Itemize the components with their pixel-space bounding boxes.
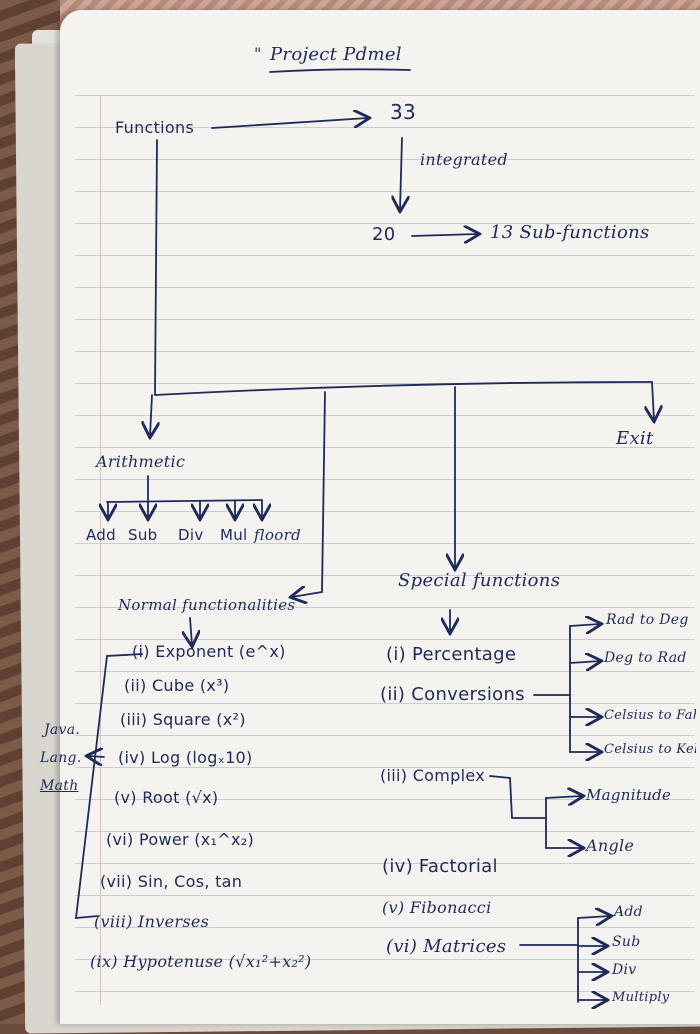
integrated-count: 20 bbox=[372, 224, 396, 245]
matrix-sub: Sub bbox=[612, 934, 641, 950]
normal-item-8: (viii) Inverses bbox=[94, 912, 210, 931]
ruled-line bbox=[75, 159, 695, 160]
normal-bracket bbox=[74, 653, 143, 919]
ruled-line bbox=[75, 511, 695, 512]
conversion-celsius-kelvin: Celsius to Kelvin bbox=[604, 742, 696, 757]
ruled-line bbox=[75, 959, 695, 960]
conversion-rad-to-deg: Rad to Deg bbox=[606, 612, 689, 628]
arrow-33-to-20 bbox=[400, 137, 402, 210]
ruled-line bbox=[75, 703, 695, 704]
normal-item-6: (vi) Power (x₁^x₂) bbox=[106, 830, 255, 849]
op-floord: floord bbox=[254, 526, 301, 544]
special-item-1: (i) Percentage bbox=[386, 644, 517, 665]
arrow-20-to-sub bbox=[411, 234, 478, 236]
ruled-line bbox=[75, 639, 695, 640]
op-mul: Mul bbox=[220, 526, 248, 544]
java-note-1: Java. bbox=[44, 722, 81, 738]
arrow-functions-to-33 bbox=[211, 118, 368, 129]
ruled-line bbox=[75, 191, 695, 192]
special-item-3: (iii) Complex bbox=[380, 766, 485, 785]
ruled-line bbox=[75, 991, 695, 992]
ruled-line bbox=[75, 735, 695, 736]
title-underline bbox=[269, 68, 411, 73]
normal-item-3: (iii) Square (x²) bbox=[120, 710, 246, 729]
matrix-add: Add bbox=[614, 904, 643, 920]
ruled-line bbox=[75, 575, 695, 576]
ruled-line bbox=[75, 895, 695, 896]
ruled-line bbox=[75, 319, 695, 320]
integrated-label: integrated bbox=[420, 150, 508, 169]
title-mark: " bbox=[254, 44, 262, 63]
exit-label: Exit bbox=[616, 428, 654, 449]
conversion-celsius-fahrenheit: Celsius to Fahrenheit bbox=[604, 708, 696, 723]
arrow-to-normal bbox=[292, 391, 326, 597]
ruled-line bbox=[75, 415, 695, 416]
ruled-line bbox=[75, 479, 695, 480]
ruled-line bbox=[75, 543, 695, 544]
special-item-2: (ii) Conversions bbox=[380, 684, 525, 705]
ruled-line bbox=[75, 927, 695, 928]
ruled-line bbox=[75, 223, 695, 224]
ruled-line bbox=[75, 447, 695, 448]
special-item-4: (iv) Factorial bbox=[382, 856, 498, 877]
sub-functions-label: 13 Sub-functions bbox=[490, 222, 650, 243]
op-add: Add bbox=[86, 526, 116, 544]
special-label: Special functions bbox=[398, 570, 561, 591]
ruled-line bbox=[75, 255, 695, 256]
margin-line bbox=[100, 95, 101, 1005]
ruled-line bbox=[75, 671, 695, 672]
op-div: Div bbox=[178, 526, 204, 544]
normal-label: Normal functionalities bbox=[118, 596, 296, 614]
ruled-line bbox=[75, 799, 695, 800]
normal-item-5: (v) Root (√x) bbox=[114, 788, 219, 807]
matrix-div: Div bbox=[612, 962, 637, 978]
normal-item-9: (ix) Hypotenuse (√x₁²+x₂²) bbox=[90, 952, 312, 971]
ruled-line bbox=[75, 767, 695, 768]
ruled-line bbox=[75, 383, 695, 384]
ruled-line bbox=[75, 863, 695, 864]
java-note-2: Lang. bbox=[40, 750, 82, 766]
ruled-line bbox=[75, 831, 695, 832]
normal-item-1: (i) Exponent (e^x) bbox=[132, 642, 286, 661]
arith-bar bbox=[106, 499, 263, 503]
normal-item-2: (ii) Cube (x³) bbox=[124, 676, 230, 695]
functions-label: Functions bbox=[115, 118, 195, 137]
special-item-6: (vi) Matrices bbox=[386, 936, 507, 957]
arithmetic-label: Arithmetic bbox=[96, 452, 186, 471]
arrow-to-exit bbox=[652, 381, 654, 420]
arrow-to-arithmetic bbox=[150, 394, 152, 436]
trunk-line bbox=[154, 139, 158, 396]
normal-item-4: (iv) Log (logₓ10) bbox=[118, 748, 253, 767]
matrix-multiply: Multiply bbox=[612, 990, 670, 1005]
complex-magnitude: Magnitude bbox=[586, 786, 672, 804]
complex-angle: Angle bbox=[586, 836, 635, 855]
ruled-line bbox=[75, 351, 695, 352]
op-sub: Sub bbox=[128, 526, 158, 544]
java-note-3: Math bbox=[40, 778, 79, 794]
ruled-line bbox=[75, 127, 695, 128]
conversion-deg-to-rad: Deg to Rad bbox=[604, 650, 687, 666]
normal-item-7: (vii) Sin, Cos, tan bbox=[100, 872, 243, 891]
notebook-page bbox=[60, 10, 700, 1024]
ruled-line bbox=[75, 287, 695, 288]
ruled-line bbox=[75, 95, 695, 96]
special-item-5: (v) Fibonacci bbox=[382, 898, 492, 917]
branch-line bbox=[154, 381, 653, 396]
ruled-line bbox=[75, 607, 695, 608]
complex-link bbox=[489, 775, 547, 819]
total-count: 33 bbox=[390, 100, 417, 124]
page-title: Project Pdmel bbox=[270, 44, 402, 65]
